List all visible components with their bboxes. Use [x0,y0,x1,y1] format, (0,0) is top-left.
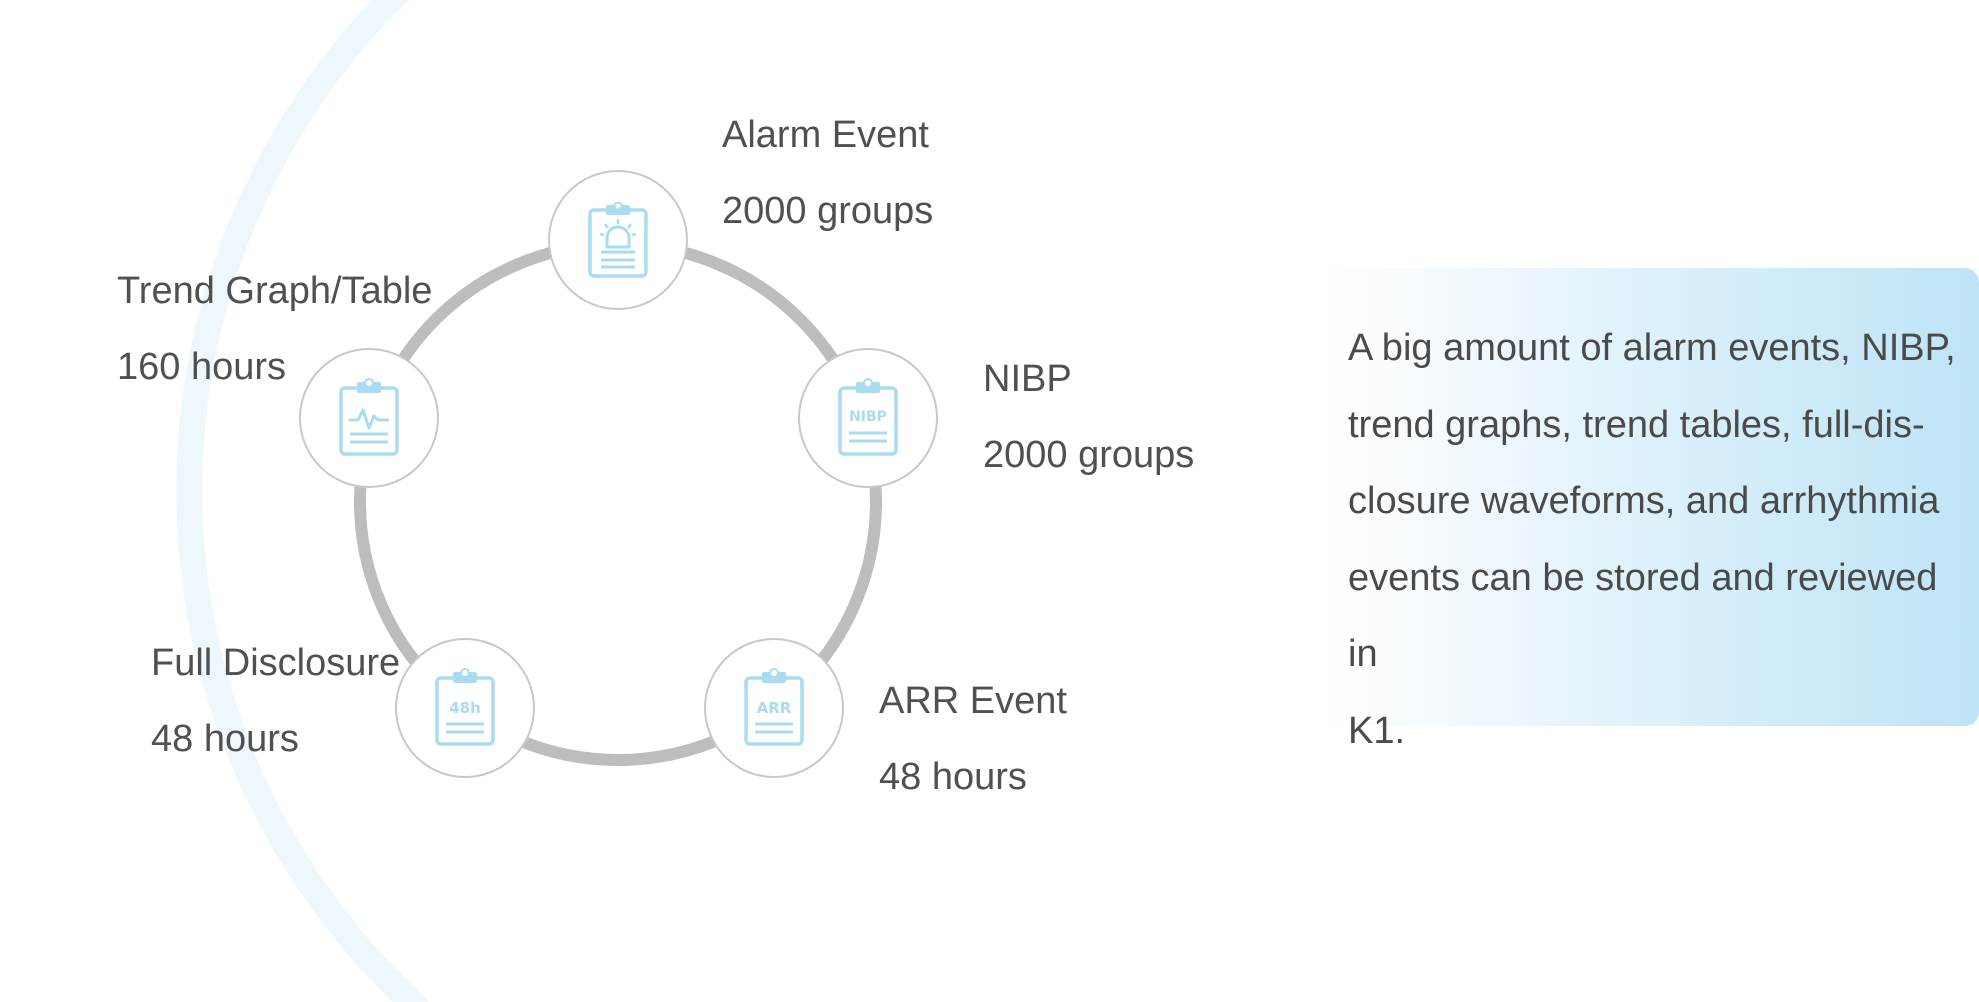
arr-event-node: ARR [704,638,844,778]
trend-graph-table-title: Trend Graph/Table [117,270,433,312]
alarm-event-node [548,170,688,310]
description-line: K1. [1348,709,1406,752]
description-line: events can be stored and reviewed in [1348,556,1938,676]
nibp-label: NIBP 2000 groups [983,341,1194,493]
trend-graph-table-label: Trend Graph/Table 160 hours [117,253,432,405]
description-line: A big amount of alarm events, NIBP, [1348,327,1956,369]
description-text: A big amount of alarm events, NIBP, tren… [1348,310,1958,769]
svg-text:ARR: ARR [757,699,792,717]
nibp-clipboard-icon: NIBP [838,378,898,456]
nibp-node: NIBP [798,348,938,488]
nibp-title: NIBP [983,358,1072,400]
alarm-siren-clipboard-icon [588,202,648,278]
full-disclosure-value: 48 hours [151,718,299,760]
description-line: closure waveforms, and arrhythmia [1348,480,1940,522]
alarm-event-title: Alarm Event [722,114,929,156]
alarm-event-value: 2000 groups [722,190,934,232]
arr-event-title: ARR Event [879,680,1067,722]
trend-graph-table-node [299,348,439,488]
48h-clipboard-icon: 48h [435,668,495,746]
svg-text:NIBP: NIBP [849,409,887,425]
nibp-value: 2000 groups [983,434,1195,476]
arr-event-value: 48 hours [879,756,1027,798]
full-disclosure-title: Full Disclosure [151,642,401,684]
arr-event-label: ARR Event 48 hours [879,663,1067,815]
svg-text:48h: 48h [449,699,481,717]
arr-clipboard-icon: ARR [744,668,804,746]
description-panel [1320,268,1979,726]
trend-graph-table-value: 160 hours [117,346,287,388]
full-disclosure-label: Full Disclosure 48 hours [151,625,400,777]
full-disclosure-node: 48h [395,638,535,778]
alarm-event-label: Alarm Event 2000 groups [722,97,933,249]
waveform-clipboard-icon [339,378,399,456]
description-line: trend graphs, trend tables, full-dis- [1348,403,1925,446]
